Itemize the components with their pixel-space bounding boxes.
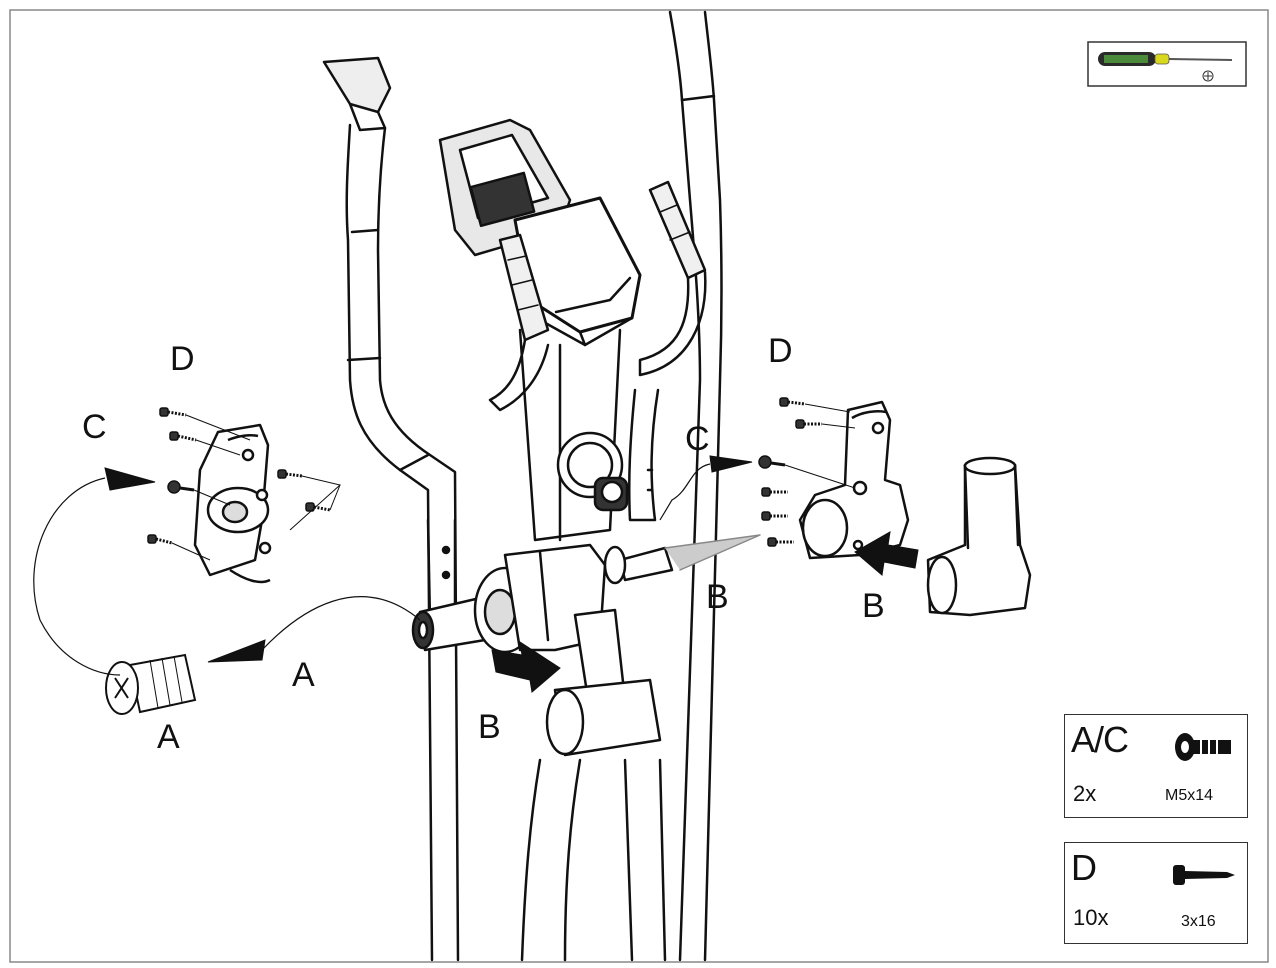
screw-icon xyxy=(159,407,187,417)
page-frame xyxy=(9,9,1269,963)
callout-c-left: C xyxy=(82,408,107,446)
screw-icon xyxy=(305,502,331,512)
callout-b-center: B xyxy=(478,708,501,746)
part-code: A/C xyxy=(1071,719,1129,760)
right-screws xyxy=(758,397,822,547)
arrow-b-right xyxy=(854,531,919,576)
bolt-icon xyxy=(1175,733,1231,761)
arrow-c-left xyxy=(104,467,156,491)
left-guide-lines xyxy=(171,414,342,561)
left-screws xyxy=(147,407,331,545)
screw-icon xyxy=(761,511,788,521)
screw-icon xyxy=(761,487,788,497)
mast xyxy=(518,328,629,542)
screw-icon xyxy=(767,537,794,547)
assembly-arrows xyxy=(33,455,919,693)
arrow-c-right xyxy=(709,455,753,473)
bolt-icon xyxy=(167,480,195,494)
left-cover-bracket xyxy=(193,423,272,584)
callout-d-right: D xyxy=(768,332,793,370)
screwdriver-icon xyxy=(1098,52,1233,82)
screw-icon xyxy=(169,431,197,442)
screw-icon xyxy=(277,469,303,479)
bolt-icon xyxy=(758,455,786,469)
console xyxy=(438,118,642,347)
left-handlebar xyxy=(322,56,460,962)
part-qty: 2x xyxy=(1073,781,1097,806)
arrow-a-left xyxy=(207,639,266,663)
part-code: D xyxy=(1071,847,1097,888)
right-pedal-arm xyxy=(926,456,1032,617)
right-handlebar xyxy=(668,10,723,962)
screw-icon xyxy=(1173,865,1235,885)
right-guide-lines xyxy=(784,403,856,489)
hand-grips xyxy=(488,180,707,412)
callout-a-arrow: A xyxy=(292,656,315,694)
arrow-b-center xyxy=(491,640,561,693)
callout-a-screw: A xyxy=(157,718,180,756)
part-qty: 10x xyxy=(1073,905,1109,930)
lower-pedal-arms xyxy=(520,608,667,962)
bolt-a xyxy=(105,653,197,715)
screw-icon xyxy=(147,534,173,545)
part-size: 3x16 xyxy=(1181,913,1216,930)
tool-box xyxy=(1087,41,1247,87)
callout-b-right-upper: B xyxy=(706,578,729,616)
screw-icon xyxy=(779,397,806,407)
right-arm xyxy=(618,388,761,582)
callout-d-left: D xyxy=(170,340,195,378)
screw-icon xyxy=(795,419,822,429)
callout-b-right-lower: B xyxy=(862,587,885,625)
part-size: M5x14 xyxy=(1165,787,1214,804)
right-cover-bracket xyxy=(798,400,910,560)
part-box-d: D 10x 3x16 xyxy=(1064,842,1248,944)
part-box-ac: A/C 2x M5x14 xyxy=(1064,714,1248,818)
callout-c-right: C xyxy=(685,420,710,458)
elliptical-trainer xyxy=(322,10,1032,962)
